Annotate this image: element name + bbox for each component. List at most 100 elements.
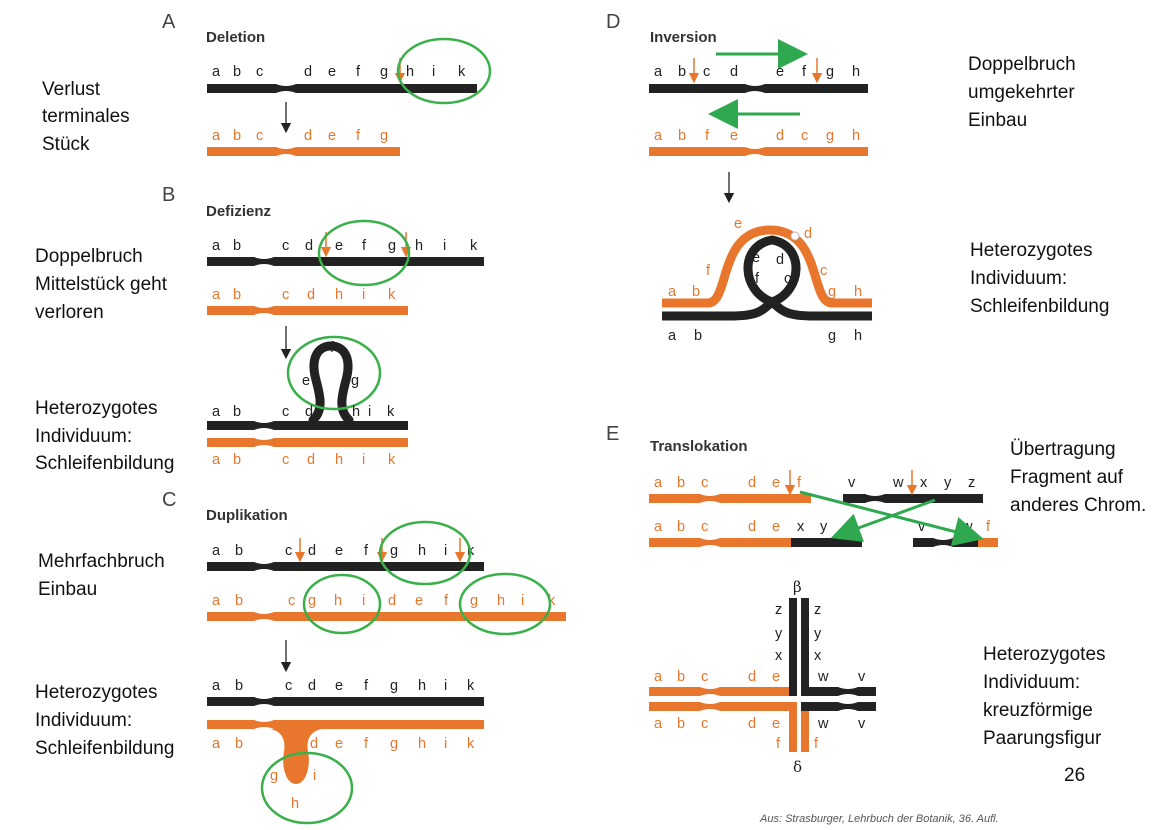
c-duplicated-segment-circle-top (378, 520, 472, 586)
note-a-line-1: Verlust (42, 79, 101, 100)
cross-vertical-orange-2 (801, 711, 809, 752)
gene-label: g (826, 64, 834, 80)
gene-label: k (388, 452, 396, 468)
note-e2-line-2: Individuum: (983, 672, 1080, 693)
note-c-2: Heterozygotes Individuum: Schleifenbildu… (35, 682, 174, 759)
gene-label: e (772, 669, 780, 685)
gene-label: i (443, 238, 446, 254)
translocation-arrow-1 (799, 490, 984, 547)
d-chromosome-original (649, 84, 868, 93)
gene-label: f (364, 678, 369, 694)
e-chromosome-2-translocated-black (913, 538, 978, 547)
gene-label: a (212, 64, 221, 80)
b-chromosome-original (207, 257, 484, 266)
gene-label: x (814, 648, 822, 664)
gene-label: f (364, 736, 369, 752)
panel-letter-a: A (162, 11, 176, 33)
gene-label: a (668, 328, 677, 344)
gene-label: h (852, 128, 860, 144)
note-d-line-2: umgekehrter (968, 82, 1075, 103)
cross-horizontal-orange-top (649, 687, 789, 696)
gene-label: e (772, 475, 780, 491)
gene-label: g (380, 128, 388, 144)
gene-label: b (677, 669, 685, 685)
e-row1-right-labels: v w x y z (848, 475, 975, 491)
gene-label: e (730, 128, 738, 144)
note-b2-line-2: Individuum: (35, 426, 132, 447)
gene-label: c (701, 669, 708, 685)
a-chromosome-deleted (207, 147, 400, 156)
gene-label: g (826, 128, 834, 144)
gene-label: f (362, 238, 367, 254)
gene-label: i (444, 736, 447, 752)
c-mid-labels: a b c g h i d e f g h i k (212, 593, 556, 609)
gene-label: c (701, 519, 708, 535)
gene-label: a (212, 287, 221, 303)
gene-label: b (692, 284, 700, 300)
translocation-arrow-2 (830, 498, 936, 542)
gene-label: d (307, 452, 315, 468)
note-a: Verlust terminales Stück (42, 79, 130, 155)
gene-label: e (328, 128, 336, 144)
gene-label: a (212, 452, 221, 468)
note-b-line-3: verloren (35, 302, 104, 323)
cross-vertical-orange-1 (789, 702, 797, 752)
e-chromosome-2 (843, 494, 983, 503)
gene-label: d (748, 519, 756, 535)
b-pair-orange (207, 438, 408, 447)
gene-label: i (432, 64, 435, 80)
gene-label: c (285, 543, 292, 559)
gene-label: b (233, 128, 241, 144)
c-duplicated-segment-circle-2 (458, 572, 552, 636)
note-d2-line-2: Individuum: (970, 268, 1067, 289)
gene-label: c (282, 287, 289, 303)
cross-bottom-symbol: δ (793, 758, 802, 776)
gene-label: x (920, 475, 928, 491)
gene-label: w (817, 669, 829, 685)
gene-label: f (986, 519, 991, 535)
gene-label: g (390, 678, 398, 694)
gene-label: c (288, 593, 295, 609)
gene-label: i (362, 593, 365, 609)
gene-label: f (797, 475, 802, 491)
note-e-line-3: anderes Chrom. (1010, 495, 1146, 516)
gene-label: g (380, 64, 388, 80)
gene-label: x (797, 519, 805, 535)
panel-letter-b: B (162, 184, 175, 206)
c-duplicated-segment-circle-1 (302, 573, 382, 635)
note-d-line-1: Doppelbruch (968, 54, 1076, 75)
gene-label: h (418, 736, 426, 752)
loop-label: d (776, 252, 784, 268)
gene-label: h (418, 678, 426, 694)
panel-title-d: Inversion (650, 29, 717, 46)
gene-label: a (212, 543, 221, 559)
gene-label: a (212, 678, 221, 694)
gene-label: k (548, 593, 556, 609)
d-loop-orange (662, 225, 872, 308)
gene-label: f (444, 593, 449, 609)
cross-horizontal-orange-bottom (649, 702, 797, 711)
panel-c: C Duplikation Mehrfachbruch Einbau Heter… (35, 489, 566, 825)
gene-label: a (212, 736, 221, 752)
cross-horizontal-black-bottom (801, 702, 876, 711)
loop-label: d (804, 226, 812, 242)
gene-label: w (892, 475, 904, 491)
d-chromosome-inverted (649, 147, 868, 156)
gene-label: f (705, 128, 710, 144)
note-e-1: Übertragung Fragment auf anderes Chrom. (1010, 439, 1146, 516)
e-chromosome-2-translocated-orange (978, 538, 998, 547)
gene-label: h (852, 64, 860, 80)
gene-label: b (677, 519, 685, 535)
gene-label: h (854, 328, 862, 344)
note-c2-line-1: Heterozygotes (35, 682, 158, 703)
gene-label: d (305, 238, 313, 254)
gene-label: a (654, 475, 663, 491)
d-crossover-point (790, 231, 800, 241)
gene-label: c (285, 678, 292, 694)
gene-label: d (310, 736, 318, 752)
gene-label: c (285, 736, 292, 752)
cross-horizontal-black-top (809, 687, 876, 696)
gene-label: k (388, 287, 396, 303)
gene-label: f (814, 736, 819, 752)
